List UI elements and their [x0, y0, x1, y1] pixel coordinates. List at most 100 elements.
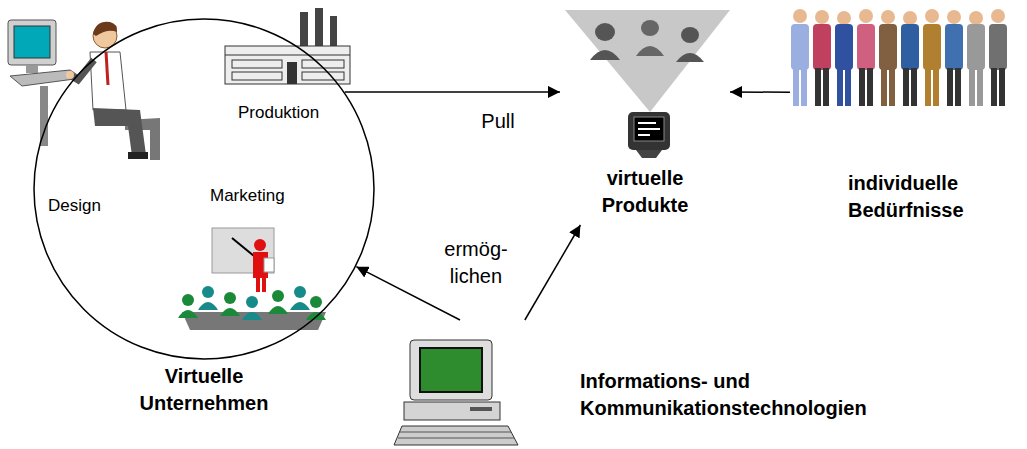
people-group-part	[999, 68, 1005, 106]
presenter-icon-part	[254, 239, 266, 251]
product-picture-part	[634, 117, 664, 141]
factory-icon-part	[300, 12, 308, 46]
node-heading: Virtuelle Unternehmen	[124, 363, 284, 417]
people-group-part	[889, 68, 895, 106]
product-node: virtuelle Produkte	[560, 10, 730, 225]
flow-arrow	[345, 91, 560, 93]
people-group-part	[857, 24, 875, 70]
presenter-icon-part	[264, 258, 274, 272]
audience-icon-part	[224, 292, 236, 304]
node-heading: virtuelle Produkte	[585, 165, 705, 219]
circle-outline	[34, 19, 374, 359]
computer-icon-part	[394, 426, 518, 445]
audience-icon-part	[268, 306, 288, 314]
people-group-part	[859, 68, 865, 106]
people-group-part	[991, 68, 997, 106]
people-group-part	[837, 68, 843, 106]
ict-node: Informations- und Kommunikationstechnolo…	[400, 320, 1015, 445]
presenter-icon	[182, 228, 326, 330]
audience-icon-part	[242, 312, 262, 320]
audience-icon-part	[202, 286, 214, 298]
factory-icon-part	[302, 72, 344, 80]
people-group-part	[969, 11, 983, 25]
people-group-part	[815, 68, 821, 106]
designer-figure-part	[93, 22, 117, 36]
product-picture-part	[681, 27, 699, 43]
people-group-part	[955, 68, 961, 106]
audience-icon-part	[198, 302, 218, 310]
people-group	[791, 9, 1007, 106]
designer-figure-part	[14, 26, 50, 58]
people-group-part	[837, 11, 851, 25]
presenter-icon-part	[182, 312, 326, 330]
computer-icon-part	[410, 340, 492, 400]
factory-icon-part	[315, 8, 323, 46]
factory-icon-part	[232, 72, 282, 80]
people-group-part	[903, 11, 917, 25]
designer-figure	[8, 20, 160, 160]
people-group-part	[925, 9, 939, 23]
people-group-part	[859, 9, 873, 23]
product-picture-part	[636, 150, 662, 158]
product-picture-part	[676, 53, 704, 62]
audience-icon-part	[178, 310, 198, 318]
product-picture	[565, 10, 730, 158]
people-group-part	[925, 68, 931, 106]
flow-arrow	[525, 225, 581, 320]
people-group-part	[989, 24, 1007, 70]
product-picture-part	[628, 112, 670, 150]
audience-icon-part	[310, 296, 322, 308]
audience-icon-part	[294, 286, 306, 298]
designer-figure-part	[90, 52, 126, 110]
needs-node: individuelle Bedürfnisse	[790, 5, 1020, 226]
edge-label: ermög- lichen	[432, 236, 520, 290]
people-group-part	[793, 68, 799, 106]
computer-icon-part	[398, 438, 514, 439]
people-group-part	[881, 10, 895, 24]
designer-figure-part	[106, 52, 108, 85]
people-group-part	[867, 68, 873, 106]
designer-figure-part	[40, 86, 48, 146]
people-group-part	[903, 68, 909, 106]
computer-icon-part	[404, 402, 500, 420]
people-group-part	[901, 24, 919, 70]
people-group-part	[947, 10, 961, 24]
factory-icon-part	[225, 46, 350, 84]
presenter-icon-part	[262, 278, 266, 292]
people-group-part	[791, 24, 809, 70]
product-picture-part	[641, 20, 659, 36]
computer-icon	[394, 340, 518, 445]
computer-icon-part	[470, 407, 492, 411]
people-group-part	[815, 10, 829, 24]
edge-label: Pull	[466, 108, 530, 135]
people-group-part	[923, 24, 941, 70]
computer-icon-part	[400, 432, 511, 433]
designer-figure-part	[66, 71, 74, 79]
people-group-part	[967, 24, 985, 70]
product-picture-part	[638, 134, 650, 136]
product-picture-part	[638, 122, 656, 124]
people-group-part	[881, 68, 887, 106]
company-circle: ProduktionDesignMarketingVirtuelle Unter…	[33, 18, 375, 360]
presenter-icon-part	[256, 278, 260, 292]
node-heading: Informations- und Kommunikationstechnolo…	[580, 368, 910, 422]
people-group-part	[969, 68, 975, 106]
designer-figure-part	[26, 65, 38, 73]
people-group-part	[801, 68, 807, 106]
factory-icon-part	[232, 60, 282, 68]
people-group-part	[991, 9, 1005, 23]
product-picture-part	[595, 23, 615, 41]
factory-icon-part	[330, 16, 337, 46]
product-picture-part	[565, 10, 730, 112]
department-label: Marketing	[210, 185, 320, 208]
department-label: Design	[48, 195, 138, 218]
product-picture-part	[636, 46, 664, 56]
presenter-icon-part	[232, 238, 254, 256]
people-group-part	[911, 68, 917, 106]
people-group-part	[823, 68, 829, 106]
computer-icon-part	[420, 348, 482, 392]
product-picture-part	[590, 50, 620, 60]
